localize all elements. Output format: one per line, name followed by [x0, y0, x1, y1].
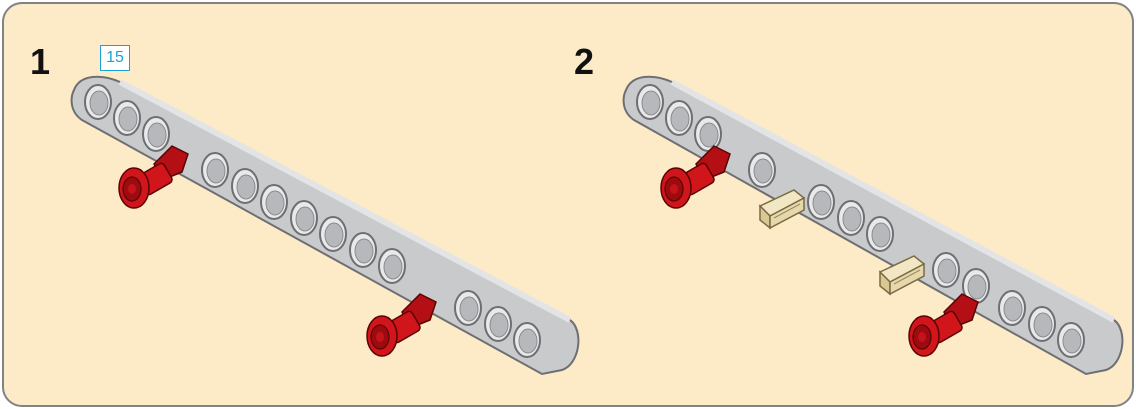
beam-holes [636, 84, 1085, 358]
red-pin [366, 293, 437, 357]
tan-axle-connector [759, 189, 805, 229]
red-pin [908, 293, 979, 357]
step-number-2: 2 [574, 41, 595, 82]
part-count-callout: 15 [100, 45, 130, 71]
beam-holes [84, 84, 541, 358]
step-number-1: 1 [30, 41, 51, 82]
